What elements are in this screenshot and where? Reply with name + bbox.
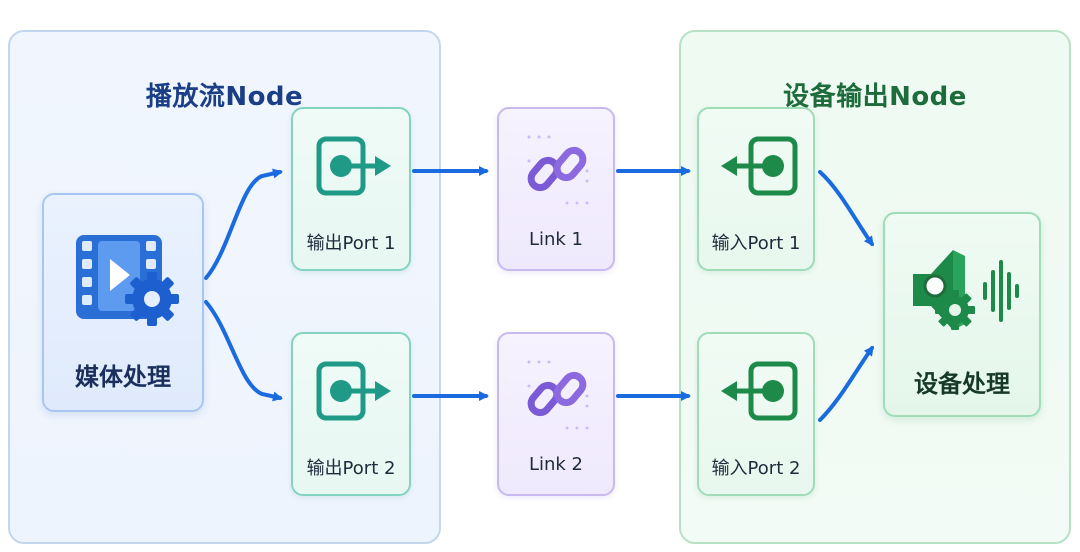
- output-port-1-label: 输出Port 1: [306, 233, 396, 254]
- media-processing-card[interactable]: 媒体处理: [42, 193, 204, 412]
- video-settings-icon: [76, 235, 179, 326]
- port-out-icon: [316, 361, 391, 421]
- port-out-icon: [316, 136, 391, 196]
- input-port-2-label: 输入Port 2: [711, 458, 801, 479]
- media-processing-label: 媒体处理: [75, 363, 171, 391]
- chain-link-icon: [527, 360, 589, 430]
- port-in-icon: [721, 361, 798, 421]
- port-in-icon: [721, 136, 798, 196]
- device-output-node-title: 设备输出Node: [783, 82, 967, 112]
- link-1-card[interactable]: Link 1: [497, 107, 615, 271]
- chain-link-icon: [527, 135, 589, 205]
- input-port-1-card[interactable]: 输入Port 1: [697, 107, 815, 271]
- output-port-1-card[interactable]: 输出Port 1: [291, 107, 411, 271]
- device-processing-card[interactable]: 设备处理: [883, 212, 1041, 417]
- output-port-2-card[interactable]: 输出Port 2: [291, 332, 411, 496]
- input-port-1-label: 输入Port 1: [711, 233, 801, 254]
- input-port-2-card[interactable]: 输入Port 2: [697, 332, 815, 496]
- link-1-label: Link 1: [528, 229, 584, 250]
- link-2-card[interactable]: Link 2: [497, 332, 615, 496]
- output-port-2-label: 输出Port 2: [306, 458, 396, 479]
- playback-node-title: 播放流Node: [145, 82, 304, 112]
- speaker-settings-icon: [913, 250, 1019, 330]
- link-2-label: Link 2: [528, 454, 584, 475]
- device-processing-label: 设备处理: [914, 370, 1010, 398]
